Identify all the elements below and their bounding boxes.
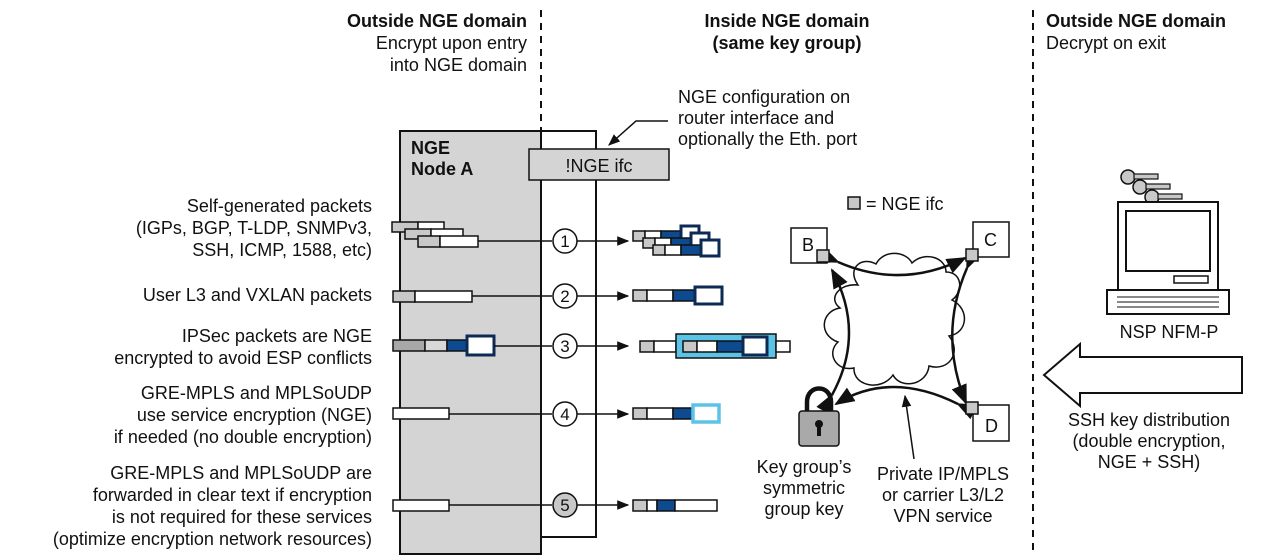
lock-label-1: Key group’s: [757, 457, 852, 477]
config-note-2: router interface and: [678, 108, 834, 128]
legend-nge-ifc-label: = NGE ifc: [866, 194, 944, 214]
right-domain-sub: Decrypt on exit: [1046, 33, 1166, 53]
packet-desc-5-line-4: (optimize encryption network resources): [53, 529, 372, 549]
row-4-output-packet: [632, 403, 721, 424]
left-domain-title: Outside NGE domain: [347, 11, 527, 31]
left-domain-sub-1: Encrypt upon entry: [376, 33, 527, 53]
row-3-output-packet: [639, 333, 791, 359]
router-c: [965, 221, 1010, 262]
link-d-lock: [834, 385, 978, 420]
middle-domain-title-1: Inside NGE domain: [704, 11, 869, 31]
row-5-step-number: 5: [560, 496, 569, 515]
router-d: [965, 401, 1010, 442]
nsp-label: NSP NFM-P: [1120, 322, 1219, 342]
network-label-3: VPN service: [893, 506, 992, 526]
packet-desc-5-line-1: GRE-MPLS and MPLSoUDP are: [110, 463, 372, 483]
packet-desc-2-line-1: User L3 and VXLAN packets: [143, 285, 372, 305]
lock-label-3: group key: [764, 499, 843, 519]
packet-desc-5-line-2: forwarded in clear text if encryption: [93, 485, 372, 505]
row-1-input-packets: [391, 221, 479, 248]
row-5-input-packet: [392, 499, 450, 512]
row-4-input-packet: [392, 407, 450, 420]
node-label-1: NGE: [411, 138, 450, 158]
packet-desc-1-line-3: SSH, ICMP, 1588, etc): [192, 240, 372, 260]
row-1-step-number: 1: [560, 232, 569, 251]
row-1-output-packets: [632, 224, 721, 258]
packet-desc-4-line-2: use service encryption (NGE): [137, 405, 372, 425]
node-label-2: Node A: [411, 159, 473, 179]
packet-desc-3-line-2: encrypted to avoid ESP conflicts: [114, 348, 372, 368]
ssh-label-1: SSH key distribution: [1068, 410, 1230, 430]
ssh-distribution-arrow: [1042, 341, 1243, 409]
packet-desc-4-line-1: GRE-MPLS and MPLSoUDP: [141, 383, 372, 403]
keys-icon: [1120, 169, 1183, 205]
nge-ifc-label: !NGE ifc: [565, 156, 632, 176]
computer-icon: [1106, 201, 1230, 315]
ssh-label-3: NGE + SSH): [1098, 452, 1201, 472]
network-label-pointer: [901, 394, 915, 460]
nge-ifc-box: [528, 148, 670, 181]
packet-desc-3-line-1: IPSec packets are NGE: [182, 326, 372, 346]
packet-desc-4-line-3: if needed (no double encryption): [114, 427, 372, 447]
network-label-1: Private IP/MPLS: [877, 464, 1009, 484]
config-note-1: NGE configuration on: [678, 87, 850, 107]
router-b-label: B: [802, 235, 814, 255]
router-b: [790, 227, 830, 264]
network-label-2: or carrier L3/L2: [882, 485, 1004, 505]
config-note-3: optionally the Eth. port: [678, 129, 857, 149]
row-5-output-packet: [632, 499, 718, 512]
left-domain-sub-2: into NGE domain: [390, 55, 527, 75]
row-2-output-packet: [632, 285, 724, 306]
middle-domain-title-2: (same key group): [712, 33, 861, 53]
config-note-arrow: [608, 120, 668, 146]
router-c-label: C: [984, 230, 997, 250]
link-lock-b: [816, 268, 851, 415]
row-4-step-number: 4: [560, 405, 569, 424]
router-d-label: D: [985, 416, 998, 436]
row-2-input-packet: [392, 290, 473, 303]
ssh-label-2: (double encryption,: [1072, 431, 1225, 451]
right-domain-title: Outside NGE domain: [1046, 11, 1226, 31]
packet-desc-1-line-1: Self-generated packets: [187, 196, 372, 216]
row-3-step-number: 3: [560, 337, 569, 356]
legend-nge-ifc-swatch: [847, 196, 861, 210]
packet-desc-1-line-2: (IGPs, BGP, T-LDP, SNMPv3,: [136, 218, 372, 238]
lock-icon: [798, 386, 840, 447]
row-2-step-number: 2: [560, 287, 569, 306]
link-b-c: [818, 247, 967, 277]
packet-desc-5-line-3: is not required for these services: [112, 507, 372, 527]
lock-label-2: symmetric: [763, 478, 845, 498]
